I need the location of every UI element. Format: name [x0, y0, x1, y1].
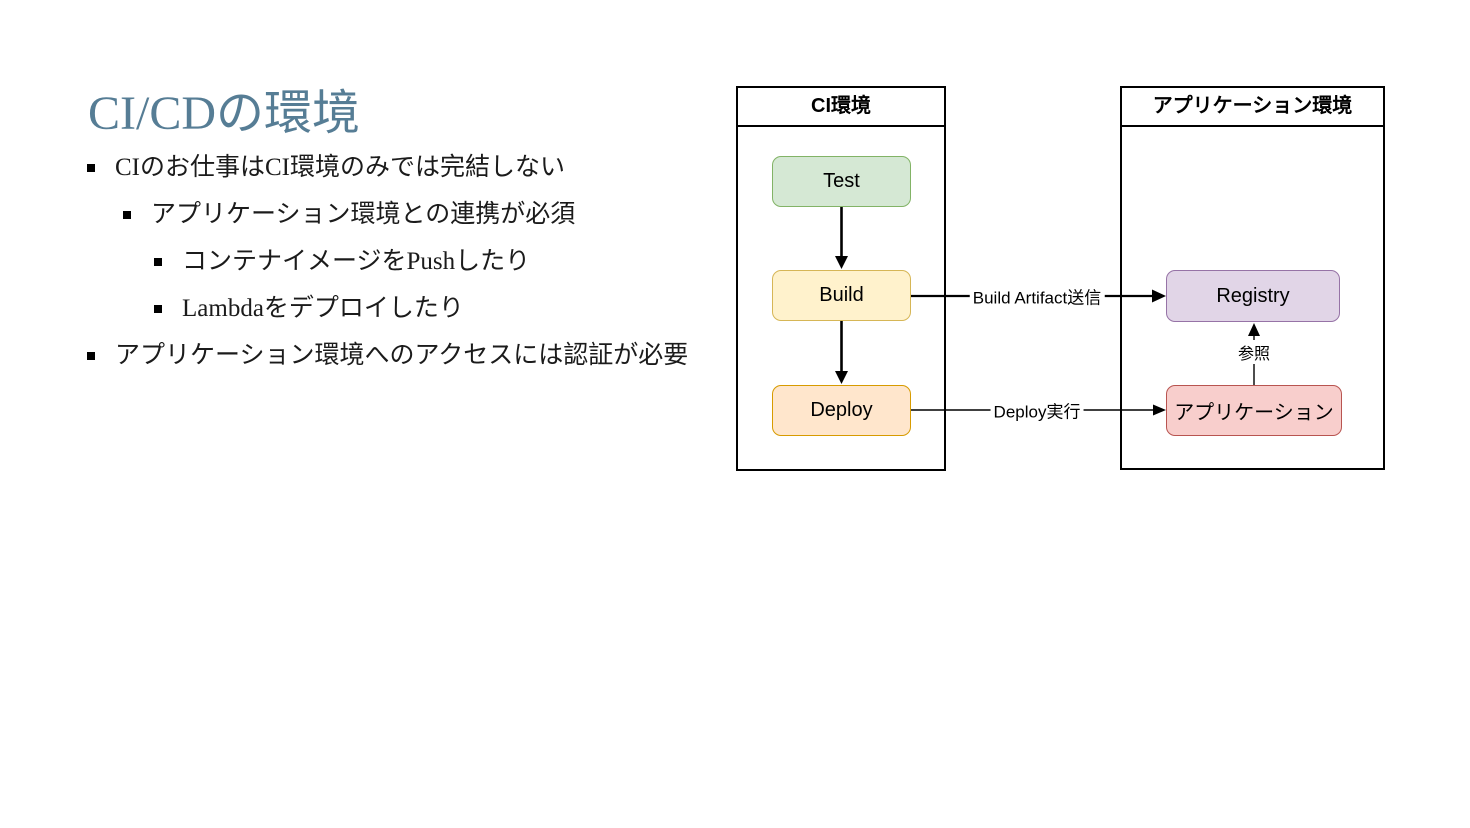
bullet-item: アプリケーション環境との連携が必須 [123, 202, 688, 227]
node-test: Test [772, 156, 911, 207]
node-build: Build [772, 270, 911, 321]
node-registry: Registry [1166, 270, 1340, 322]
bullet-item: コンテナイメージをPushしたり [154, 249, 688, 274]
bullet-item: Lambdaをデプロイしたり [154, 296, 688, 321]
node-application: アプリケーション [1166, 385, 1342, 436]
node-build-label: Build [819, 284, 864, 306]
edge-label-deploy-exec: Deploy実行 [990, 397, 1084, 423]
edge-label-reference: 参照 [1234, 340, 1274, 364]
edge-label-build-artifact: Build Artifact送信 [969, 283, 1105, 309]
node-test-label: Test [823, 170, 860, 192]
node-registry-label: Registry [1216, 284, 1290, 307]
bullet-item: アプリケーション環境へのアクセスには認証が必要 [87, 343, 688, 368]
application-environment-title: アプリケーション環境 [1122, 88, 1383, 127]
ci-environment-title: CI環境 [738, 88, 944, 127]
node-deploy-label: Deploy [810, 399, 873, 421]
bullet-list: CIのお仕事はCI環境のみでは完結しない アプリケーション環境との連携が必須 コ… [0, 155, 688, 390]
node-deploy: Deploy [772, 385, 911, 436]
bullet-item: CIのお仕事はCI環境のみでは完結しない [87, 155, 688, 180]
page-title: CI/CDの環境 [88, 87, 361, 141]
node-application-label: アプリケーション [1174, 402, 1334, 424]
